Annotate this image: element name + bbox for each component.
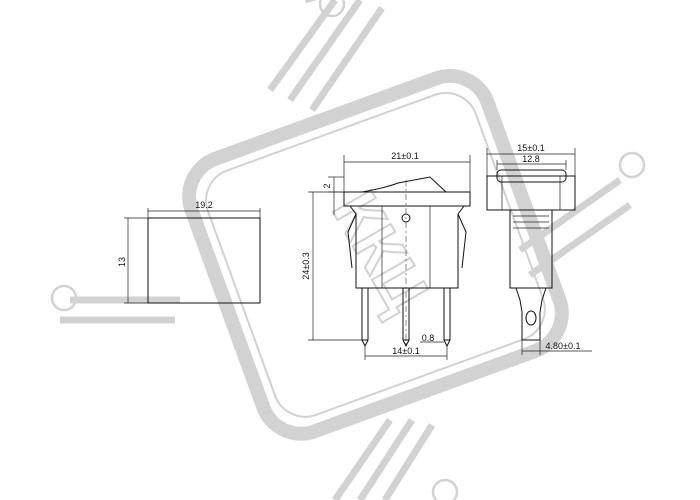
watermark: ККЦ: [50, 0, 646, 500]
end-pin-outline: [515, 287, 547, 341]
inner-width-label: 12.8: [522, 154, 540, 164]
front-width-label: 19.2: [195, 200, 213, 210]
end-housing-outline: [509, 209, 553, 289]
end-view: 15±0.1 12.8 4.80±0.1: [486, 143, 592, 355]
watermark-frame: [182, 68, 569, 441]
rocker-outline: [361, 176, 447, 193]
pin-pitch-label: 14±0.1: [392, 346, 419, 356]
front-height-label: 13: [117, 257, 127, 267]
pin-hole: [525, 310, 537, 326]
side-view: 21±0.1 2 24±0.: [301, 151, 471, 360]
total-height-label: 24±0.3: [301, 252, 311, 279]
pin-width-label: 4.80±0.1: [546, 341, 581, 351]
pin-thickness-label: 0.8: [422, 333, 435, 343]
watermark-circles: [50, 0, 646, 500]
left-clip: [347, 213, 357, 269]
watermark-stripes: [60, 0, 633, 500]
top-width-label: 21±0.1: [391, 151, 418, 161]
bezel-outline: [343, 191, 471, 207]
front-view: 19.2 13: [117, 200, 261, 304]
end-rocker-outline: [496, 169, 567, 183]
front-view-outline: [147, 217, 261, 304]
outer-width-label: 15±0.1: [517, 143, 544, 153]
right-clip: [457, 213, 467, 269]
rocker-height-label: 2: [322, 183, 332, 188]
watermark-text: ККЦ: [319, 179, 444, 323]
